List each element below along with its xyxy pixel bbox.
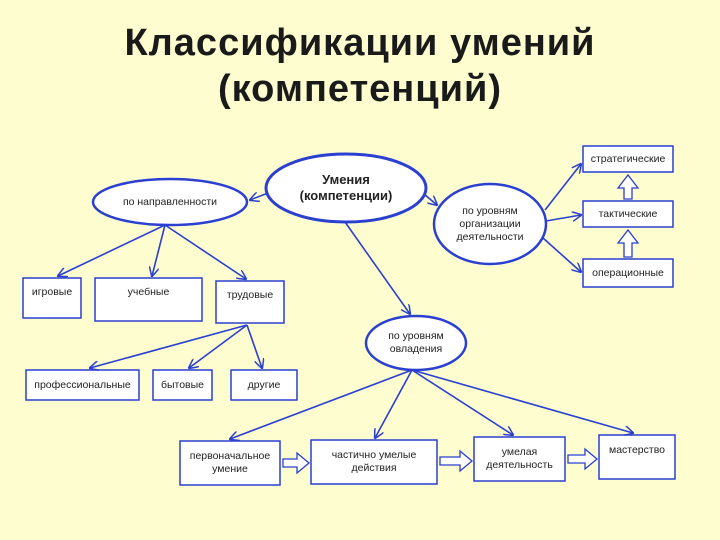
professional-label: профессиональные: [34, 378, 131, 391]
game-label: игровые: [31, 285, 73, 298]
arrow-org-to-tactical: [545, 215, 581, 222]
initial-skill-line-2: умение: [212, 463, 248, 475]
up-arrow-tactical-to-strategic: [616, 173, 640, 200]
mastery-box: [598, 434, 676, 480]
by-org-levels-line-1: по уровням: [462, 204, 518, 217]
arrow-direction-to-learning: [152, 224, 166, 276]
title-line-1: Классификации умений: [124, 22, 596, 64]
operational-label: операционные: [592, 266, 664, 279]
by-direction-ellipse: [91, 177, 249, 227]
learning-label: учебные: [127, 285, 170, 298]
labor-label: трудовые: [226, 288, 274, 301]
arrow-labor-to-professional: [90, 324, 248, 368]
title-line-2: (компетенций): [217, 68, 502, 110]
skilled-activity-line-2: деятельность: [486, 459, 553, 471]
tactical-box: [582, 200, 674, 228]
partial-actions-line-2: действия: [351, 462, 397, 474]
by-org-levels-ellipse: [432, 182, 548, 266]
arrow-root-to-direction: [250, 193, 269, 200]
arrow-mastery-to-mastery: [411, 369, 633, 433]
arrow-org-to-operational: [542, 237, 581, 272]
operational-box: [582, 258, 674, 288]
partial-actions-box: [310, 439, 438, 485]
mastery-label: мастерство: [608, 443, 666, 456]
arrow-mastery-to-skilled: [411, 369, 513, 435]
household-box: [152, 369, 213, 401]
skilled-activity-label: умелая деятельность: [474, 437, 565, 481]
household-label: бытовые: [160, 378, 205, 391]
partial-actions-label: частично умелые действия: [311, 440, 437, 484]
arrow-mastery-to-initial: [230, 369, 413, 439]
tactical-label: тактические: [598, 207, 658, 220]
skilled-activity-line-1: умелая: [501, 446, 538, 458]
other-label: другие: [247, 378, 281, 391]
arrow-org-to-strategic: [544, 164, 581, 211]
arrow-direction-to-labor: [164, 224, 246, 279]
professional-box: [25, 369, 140, 401]
by-direction-label: по направленности: [122, 195, 218, 208]
skilled-activity-box: [473, 436, 566, 482]
arrow-direction-to-game: [58, 224, 166, 276]
by-org-levels-label: по уровням организации деятельности: [440, 200, 540, 248]
right-arrow-2: [439, 449, 474, 473]
right-arrow-3: [567, 447, 599, 471]
arrow-root-to-mastery: [344, 221, 410, 314]
strategic-box: [582, 145, 674, 173]
root-label-line-2: (компетенции): [299, 188, 393, 203]
strategic-label: стратегические: [590, 152, 666, 165]
arrow-labor-to-household: [189, 324, 248, 368]
root-label-line-1: Умения: [322, 172, 370, 187]
initial-skill-line-1: первоначальное: [189, 450, 271, 462]
by-mastery-levels-label: по уровням овладения: [366, 328, 466, 358]
by-org-levels-line-2: организации: [459, 217, 521, 230]
right-arrow-1: [282, 451, 311, 475]
initial-skill-label: первоначальное умение: [180, 441, 280, 485]
arrow-labor-to-other: [246, 324, 262, 368]
by-mastery-levels-line-1: по уровням: [388, 330, 444, 342]
by-org-levels-line-3: деятельности: [456, 230, 524, 243]
up-arrow-operational-to-tactical: [616, 228, 640, 258]
partial-actions-line-1: частично умелые: [331, 449, 417, 461]
root-label: Умения (компетенции): [276, 170, 416, 206]
arrow-mastery-to-partial: [375, 369, 413, 438]
arrow-root-to-org: [423, 193, 437, 205]
by-mastery-levels-line-2: овладения: [389, 343, 443, 355]
root-ellipse: [264, 152, 428, 224]
by-mastery-levels-ellipse: [364, 314, 468, 372]
game-box: [22, 277, 82, 319]
learning-box: [94, 277, 203, 322]
other-box: [230, 369, 298, 401]
labor-box: [215, 280, 285, 324]
